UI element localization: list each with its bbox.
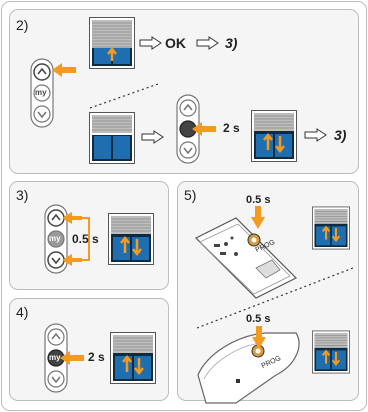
blind-window-moving-icon bbox=[312, 206, 350, 250]
press-arrow-icon bbox=[52, 63, 76, 77]
goto-step-3-label: 3) bbox=[225, 35, 238, 51]
next-arrow-icon bbox=[304, 128, 327, 142]
press-duration-label: 0.5 s bbox=[246, 194, 271, 206]
hold-duration-label: 2 s bbox=[88, 350, 105, 364]
ok-label: OK bbox=[165, 35, 186, 51]
step-3-number: 3) bbox=[16, 187, 29, 203]
remote-my-label: my bbox=[49, 234, 61, 243]
blind-window-moving-icon bbox=[108, 213, 154, 265]
blind-window-moving-icon bbox=[251, 110, 297, 162]
remote-control bbox=[176, 94, 200, 164]
blind-window-closing-icon bbox=[89, 17, 135, 69]
press-arrow-down-icon bbox=[251, 206, 265, 229]
next-arrow-icon bbox=[139, 36, 162, 50]
remote-my-label: my bbox=[49, 353, 61, 362]
remote-control bbox=[30, 58, 54, 128]
press-duration-label: 0.5 s bbox=[246, 313, 271, 325]
step-2-number: 2) bbox=[16, 17, 29, 33]
motor-head-icon bbox=[194, 217, 298, 299]
receiver-unit-icon bbox=[197, 332, 300, 404]
blind-window-moving-icon bbox=[312, 330, 350, 374]
goto-step-3-label: 3) bbox=[334, 127, 347, 143]
hold-duration-label: 2 s bbox=[223, 121, 240, 135]
hold-duration-label: 0.5 s bbox=[72, 232, 99, 246]
blind-window-moving-icon bbox=[110, 332, 156, 384]
divider-dotted bbox=[89, 83, 159, 109]
step-4-number: 4) bbox=[16, 304, 29, 320]
blind-window-icon bbox=[89, 112, 135, 164]
simultaneous-press-arrows bbox=[62, 212, 90, 266]
next-arrow-icon bbox=[196, 36, 219, 50]
press-arrow-down-icon bbox=[252, 326, 266, 349]
remote-my-label: my bbox=[35, 88, 47, 97]
press-arrow-icon bbox=[192, 122, 216, 136]
press-arrow-icon bbox=[60, 351, 84, 365]
step-5-number: 5) bbox=[184, 187, 197, 203]
remote-control bbox=[44, 204, 68, 274]
next-arrow-icon bbox=[141, 130, 164, 144]
